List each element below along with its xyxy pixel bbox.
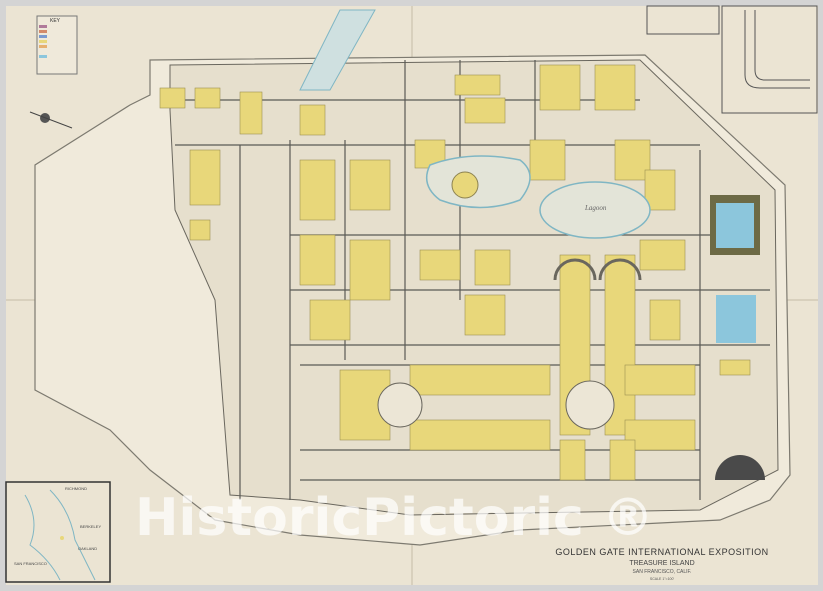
- causeway: [299, 9, 376, 91]
- building: [614, 139, 651, 181]
- building: [539, 64, 581, 111]
- buildings: [159, 64, 751, 481]
- building: [419, 249, 461, 281]
- building: [639, 239, 686, 271]
- lagoon-west: [425, 155, 531, 209]
- court-circle-east: [565, 380, 615, 430]
- map-title: GOLDEN GATE INTERNATIONAL EXPOSITION: [555, 547, 768, 557]
- building: [649, 299, 681, 341]
- building: [464, 97, 506, 124]
- building: [194, 87, 221, 109]
- building: [299, 234, 336, 286]
- inset-label: SAN FRANCISCO: [14, 561, 47, 566]
- building: [349, 159, 391, 211]
- building: [299, 104, 326, 136]
- inset-label: BERKELEY: [80, 524, 101, 529]
- building: [454, 74, 501, 96]
- exhibit-hall-blue: [716, 203, 754, 248]
- building: [409, 419, 551, 451]
- inset-label: RICHMOND: [65, 486, 87, 491]
- building: [349, 239, 391, 301]
- building: [299, 159, 336, 221]
- inset-label: OAKLAND: [78, 546, 97, 551]
- lagoon-main: [539, 181, 651, 239]
- map-scale: SCALE 1"=100': [650, 577, 675, 581]
- arch-west: [553, 258, 597, 281]
- amphitheater: [715, 455, 765, 480]
- lagoon-label: Lagoon: [584, 204, 607, 212]
- building: [189, 219, 211, 241]
- building: [189, 149, 221, 206]
- building: [529, 139, 566, 181]
- inset-map-bay-area: SAN FRANCISCO OAKLAND BERKELEY RICHMOND: [5, 481, 111, 583]
- detail-box-connection: [646, 5, 720, 35]
- building: [624, 364, 696, 396]
- building: [624, 419, 696, 451]
- fountain-building: [451, 171, 479, 199]
- building: [409, 364, 551, 396]
- key-title: KEY: [50, 18, 61, 24]
- exhibit-hall-blue: [716, 295, 756, 343]
- compass-rose: [29, 111, 73, 129]
- building: [239, 91, 263, 135]
- building: [474, 249, 511, 286]
- arch-east: [598, 258, 642, 281]
- watermark: HistoricPictoric ®: [135, 488, 654, 548]
- map-key: KEY: [36, 15, 78, 75]
- track-lines: [744, 10, 810, 89]
- building: [159, 87, 186, 109]
- building: [559, 439, 586, 481]
- building: [609, 439, 636, 481]
- map-subtitle: TREASURE ISLAND: [629, 560, 694, 567]
- court-circle-west: [377, 382, 423, 428]
- building: [309, 299, 351, 341]
- detail-box-track: [721, 5, 818, 114]
- building: [594, 64, 636, 111]
- building: [644, 169, 676, 211]
- map-location: SAN FRANCISCO, CALIF.: [633, 569, 692, 575]
- building: [719, 359, 751, 376]
- building: [464, 294, 506, 336]
